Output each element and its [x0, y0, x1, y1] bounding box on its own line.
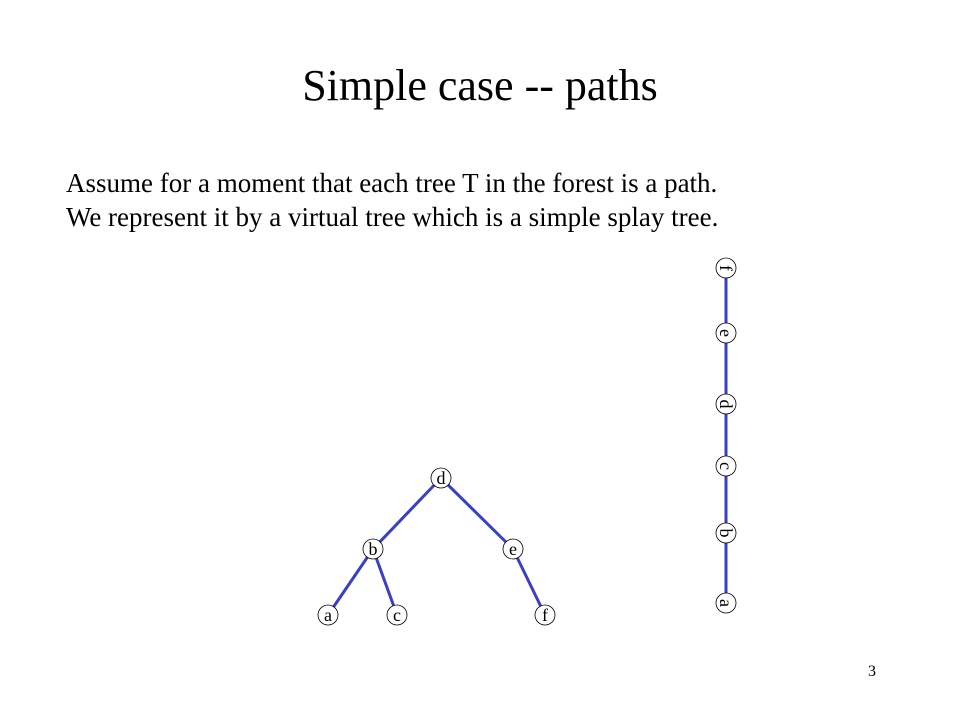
tree-edge-b-a: [326, 547, 375, 617]
path-node-label: f: [716, 265, 736, 271]
body-line-1: Assume for a moment that each tree T in …: [66, 168, 718, 198]
path-tree: f e d c b a: [715, 257, 737, 614]
tree-edge-e-f: [511, 547, 547, 617]
path-node-label: e: [716, 329, 736, 337]
path-node-e: e: [715, 322, 737, 344]
path-node-b: b: [715, 522, 737, 544]
tree-edge-d-b: [371, 476, 443, 551]
tree-edge-b-c: [371, 547, 399, 617]
path-node-label: d: [716, 400, 736, 409]
tree-node-label: a: [324, 605, 332, 625]
tree-node-e: e: [502, 538, 524, 560]
tree-node-label: f: [542, 605, 548, 625]
tree-node-label: d: [437, 468, 446, 488]
tree-node-a: a: [317, 604, 339, 626]
tree-edge-d-e: [439, 476, 515, 551]
tree-node-f: f: [534, 604, 556, 626]
path-node-c: c: [715, 455, 737, 477]
path-node-d: d: [715, 393, 737, 415]
tree-node-b: b: [362, 538, 384, 560]
slide-title: Simple case -- paths: [302, 61, 658, 110]
tree-node-label: c: [393, 605, 401, 625]
page-number: 3: [868, 663, 876, 680]
path-node-f: f: [715, 257, 737, 279]
path-node-label: b: [716, 529, 736, 538]
body-line-2: We represent it by a virtual tree which …: [66, 202, 719, 232]
tree-node-d: d: [430, 467, 452, 489]
tree-node-label: b: [369, 539, 378, 559]
path-node-label: a: [716, 599, 736, 607]
path-node-label: c: [716, 462, 736, 470]
tree-node-label: e: [509, 539, 517, 559]
path-node-a: a: [715, 592, 737, 614]
tree-node-c: c: [386, 604, 408, 626]
splay-tree: d b e a c f: [317, 467, 556, 626]
